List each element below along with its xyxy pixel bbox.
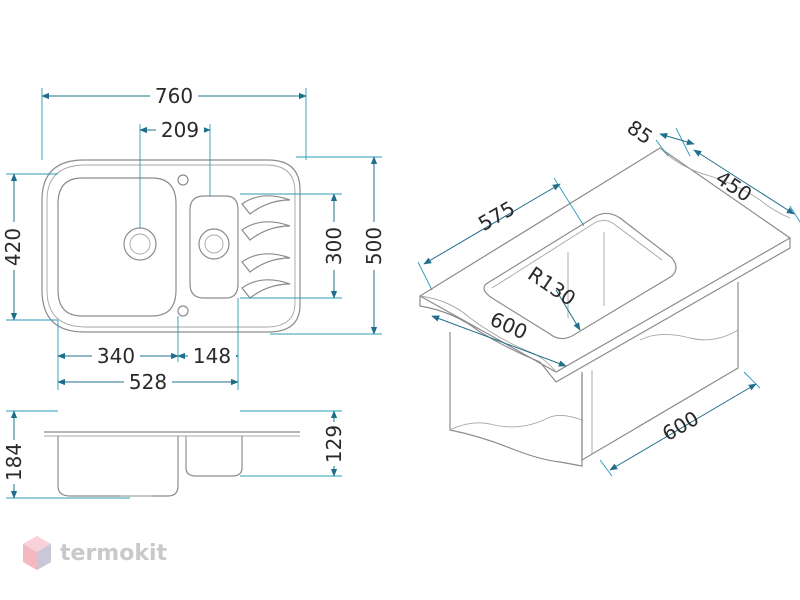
isometric-view: 575 85 450 R130 600 600 <box>417 115 800 477</box>
dim-depth-total: 500 <box>362 227 386 265</box>
dim-sink-height: 184 <box>2 443 26 481</box>
dim-small-bowl-width: 148 <box>193 344 231 368</box>
dim-cabinet-width: 600 <box>658 406 703 446</box>
side-view: 184 129 <box>2 410 346 499</box>
dim-corner-radius: R130 <box>524 262 581 311</box>
dim-height-inner: 420 <box>1 228 25 266</box>
dim-bowl-width: 340 <box>97 344 135 368</box>
brand-logo: termokit <box>22 535 167 571</box>
dim-cabinet-depth: 450 <box>711 166 756 207</box>
dim-width-total: 760 <box>155 84 193 108</box>
dim-cutout-length: 575 <box>474 196 519 236</box>
top-view: 760 209 420 300 500 340 148 528 <box>1 84 386 394</box>
hexagon-logo-icon <box>23 536 51 570</box>
dim-cabinet-edge: 85 <box>623 115 658 149</box>
dim-drainer-depth: 300 <box>322 227 346 265</box>
dim-bowl-offset: 209 <box>161 118 199 142</box>
brand-name: termokit <box>60 540 168 566</box>
dim-bowls-span: 528 <box>129 370 167 394</box>
dim-small-bowl-depth: 129 <box>322 425 346 463</box>
